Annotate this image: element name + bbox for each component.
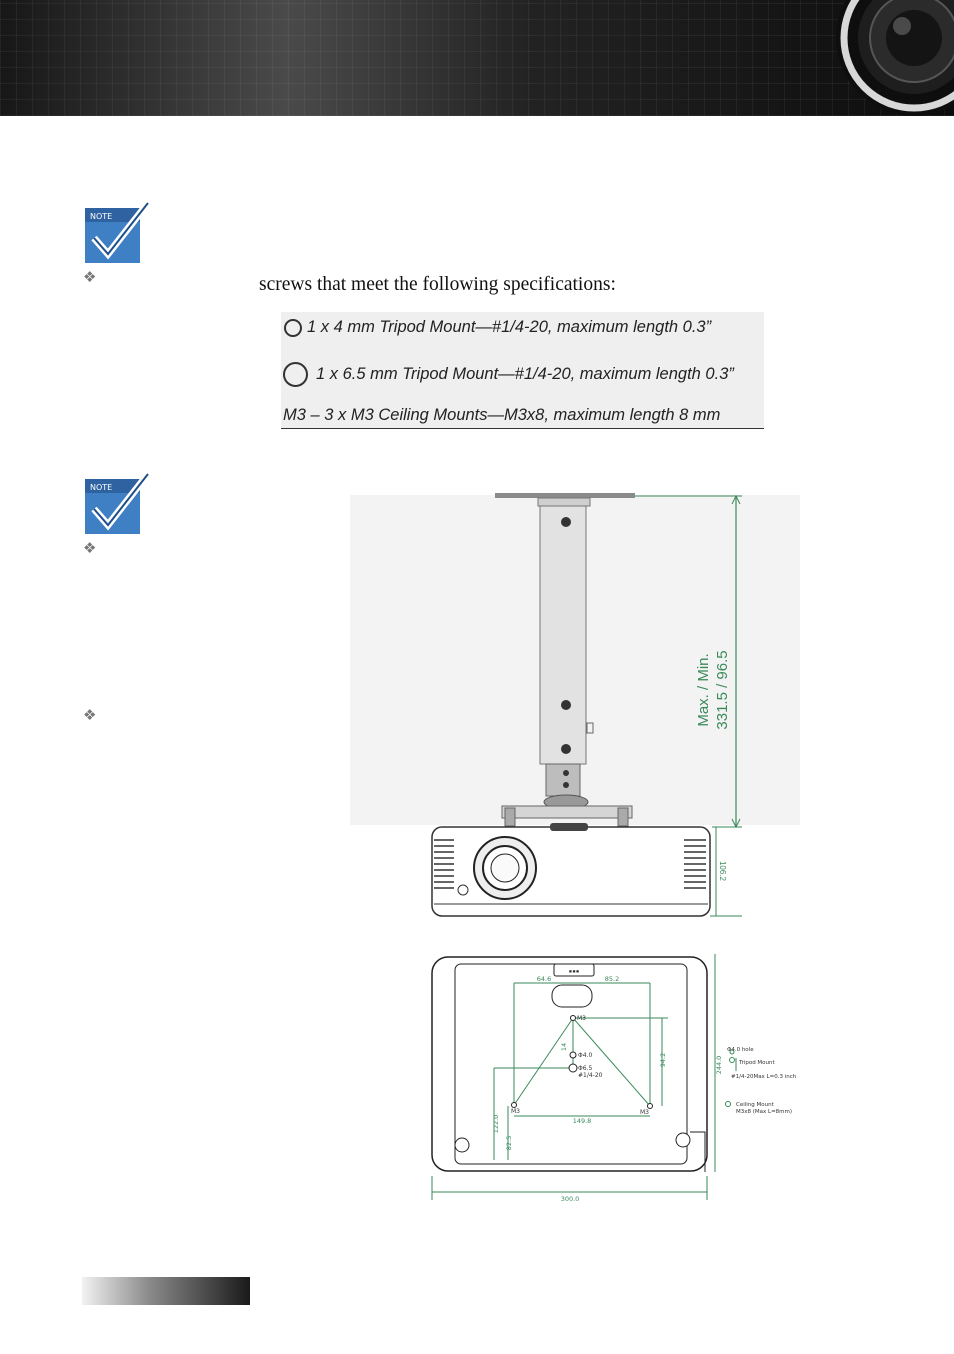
header-band bbox=[0, 0, 954, 116]
hole-m3-right-label: M3 bbox=[640, 1109, 649, 1116]
dim-825-label: 82.5 bbox=[505, 1136, 513, 1150]
ceiling-mount-side-view: Max. / Min. 331.5 / 96.5 106.2 bbox=[350, 493, 800, 917]
bullet-diamond-icon: ❖ bbox=[83, 268, 97, 286]
dim-vertical-label: 94.2 bbox=[659, 1053, 667, 1067]
large-circle-icon bbox=[283, 362, 308, 387]
dim-width-label: 300.0 bbox=[561, 1195, 580, 1203]
dim-depth-label: 244.0 bbox=[715, 1056, 723, 1075]
dim-left-label: 64.6 bbox=[537, 975, 551, 983]
hole-40-label: Φ4.0 bbox=[578, 1052, 592, 1059]
height-label-line1: Max. / Min. bbox=[695, 653, 712, 726]
hole-m3-left-label: M3 bbox=[511, 1108, 520, 1115]
dim-122-label: 122.0 bbox=[492, 1115, 500, 1134]
legend-tripod-label: Tripod Mount bbox=[738, 1060, 776, 1066]
dim-center-width-label: 149.8 bbox=[573, 1117, 592, 1125]
svg-text:NOTE: NOTE bbox=[90, 212, 112, 221]
spec-row-tripod-65mm: 1 x 6.5 mm Tripod Mount—#1/4-20, maximum… bbox=[281, 362, 734, 387]
dim-right-label: 85.2 bbox=[605, 975, 619, 983]
svg-text:▪▪▪: ▪▪▪ bbox=[569, 968, 580, 975]
spec-text: 1 x 6.5 mm Tripod Mount—#1/4-20, maximum… bbox=[316, 364, 734, 383]
projector-lens-graphic bbox=[836, 0, 954, 116]
spec-text: M3 – 3 x M3 Ceiling Mounts—M3x8, maximum… bbox=[283, 406, 721, 424]
note-check-icon: NOTE bbox=[85, 200, 150, 263]
spec-row-tripod-4mm: 1 x 4 mm Tripod Mount—#1/4-20, maximum l… bbox=[281, 318, 711, 337]
legend-tripod-spec-label: #1/4-20Max L=0.3 inch bbox=[731, 1074, 797, 1080]
intro-text: screws that meet the following specifica… bbox=[259, 274, 616, 295]
height-label-line2: 331.5 / 96.5 bbox=[714, 650, 731, 729]
projector-bottom-view: ▪▪▪ 64.6 85.2 149.8 94.2 244.0 300.0 122… bbox=[431, 954, 797, 1203]
legend-ceiling-spec-label: M3x8 (Max L=8mm) bbox=[736, 1109, 792, 1115]
small-circle-icon bbox=[284, 318, 302, 337]
spec-row-ceiling-m3: M3 – 3 x M3 Ceiling Mounts—M3x8, maximum… bbox=[283, 406, 720, 425]
bullet-diamond-icon: ❖ bbox=[83, 539, 97, 557]
dim-14-label: 14 bbox=[560, 1043, 568, 1051]
legend-ceiling-label: Ceiling Mount bbox=[736, 1102, 775, 1108]
hole-m3-top-label: M3 bbox=[577, 1015, 586, 1022]
bullet-diamond-icon: ❖ bbox=[83, 706, 97, 724]
spec-text: 1 x 4 mm Tripod Mount—#1/4-20, maximum l… bbox=[307, 318, 712, 336]
note-check-icon: NOTE bbox=[85, 471, 150, 534]
projector-height-label: 106.2 bbox=[718, 861, 727, 882]
hole-65-label: Φ6.5 bbox=[578, 1065, 592, 1072]
svg-text:NOTE: NOTE bbox=[90, 483, 112, 492]
hole-thread-label: #1/4-20 bbox=[578, 1072, 603, 1079]
legend-hole-label: Φ4.0 hole bbox=[727, 1047, 754, 1053]
screw-spec-table: 1 x 4 mm Tripod Mount—#1/4-20, maximum l… bbox=[281, 312, 764, 429]
footer-gradient-bar bbox=[82, 1277, 250, 1305]
